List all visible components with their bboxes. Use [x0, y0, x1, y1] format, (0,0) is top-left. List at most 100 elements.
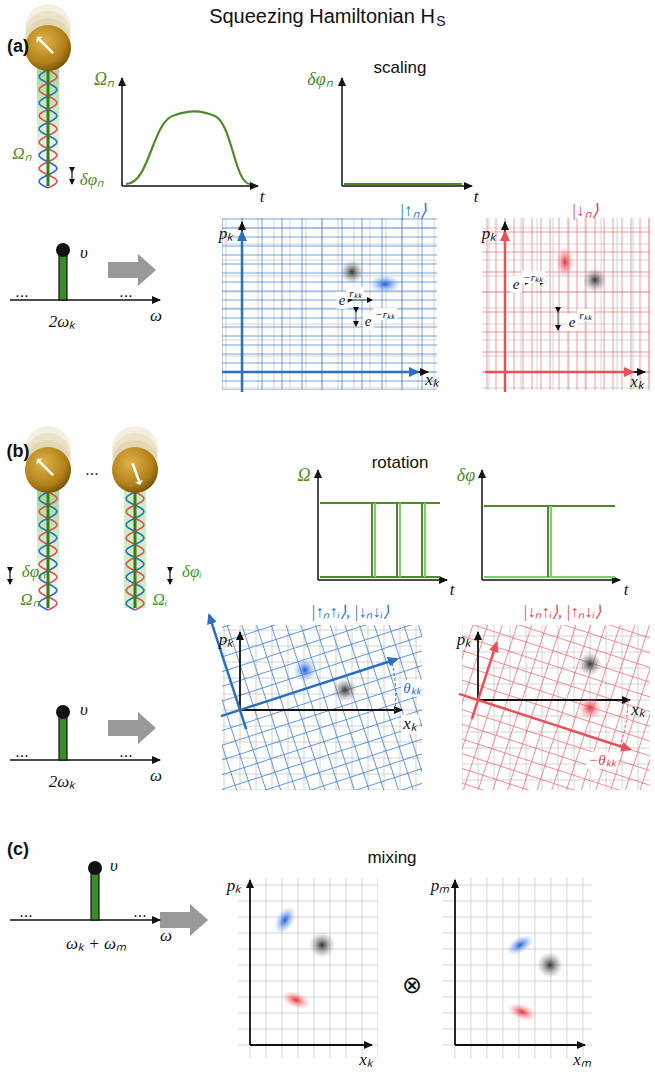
figure — [10, 4, 649, 1045]
grid-line — [462, 625, 650, 790]
grid-line — [256, 625, 257, 790]
grid — [238, 878, 378, 1058]
grid — [482, 218, 650, 390]
symbol: δφₙ — [22, 563, 46, 582]
grid-line — [462, 694, 650, 790]
axis-label: pₖ — [219, 631, 234, 650]
state-label: |↑ₙ↑ᵢ⟩, |↓ₙ↓ᵢ⟩ — [311, 603, 389, 621]
grid-line — [222, 625, 246, 790]
angle-label: −θₖₖ — [586, 752, 618, 769]
grid-line — [222, 260, 437, 261]
grid — [222, 625, 422, 790]
grid-line — [238, 1045, 378, 1046]
grid-line — [422, 218, 423, 390]
grid-line — [222, 625, 422, 676]
grid — [442, 878, 592, 1058]
phase-arrow — [169, 572, 170, 584]
grid-line — [304, 625, 305, 790]
grid-line — [222, 771, 422, 790]
grid-line — [407, 625, 422, 790]
grid-line — [577, 218, 578, 390]
grid-line — [486, 625, 650, 790]
grid-line — [523, 218, 524, 390]
grid-line — [462, 625, 650, 790]
grid-line — [222, 625, 422, 756]
tone-dot — [56, 705, 70, 719]
grid-line — [222, 318, 437, 319]
grid-line — [222, 388, 437, 389]
panel-letter: (a) — [7, 37, 29, 57]
grid-line — [631, 218, 632, 390]
rotated-axes — [453, 637, 649, 769]
grid-line — [222, 625, 405, 790]
grid-line — [222, 255, 437, 256]
grid-line — [462, 625, 617, 790]
grid-line — [514, 218, 515, 390]
tone-dot — [56, 243, 70, 257]
spin-arrow — [135, 480, 143, 485]
grid-line — [640, 218, 641, 390]
grid-line — [595, 218, 596, 390]
grid-line — [330, 878, 331, 1058]
axis-label: Ωₙ — [94, 70, 114, 90]
angle-label: θₖₖ — [401, 680, 422, 697]
axis — [477, 632, 479, 700]
grid-line — [238, 965, 378, 966]
grid-line — [394, 625, 422, 790]
grid-line — [298, 878, 299, 1058]
ion-ball — [25, 25, 71, 71]
grid-line — [462, 625, 650, 746]
axis — [478, 699, 630, 701]
grid-line — [462, 625, 470, 790]
scale-factor: −rₖₖ — [521, 271, 545, 283]
grid-line — [462, 625, 650, 639]
grid-line — [482, 372, 650, 373]
wavepacket — [270, 903, 301, 938]
ellipsis: ... — [133, 903, 146, 921]
grid-line — [238, 997, 378, 998]
grid-line — [499, 625, 650, 790]
tone-label: υ — [80, 701, 88, 720]
grid-line — [238, 933, 378, 934]
grid-line — [222, 790, 422, 791]
grid-line — [482, 308, 650, 309]
grid-line — [222, 625, 422, 729]
grid-line — [320, 625, 321, 790]
rotated-axes — [190, 564, 403, 735]
axis-label: xₖ — [425, 371, 439, 390]
grid-line — [222, 244, 437, 245]
grid-line — [510, 625, 511, 790]
grid-line — [442, 885, 592, 886]
axis — [241, 232, 244, 392]
ion-ball — [25, 447, 71, 493]
grid-line — [462, 788, 650, 790]
grid-line — [462, 748, 650, 790]
grid-line — [455, 878, 456, 1058]
axis-label: pₖ — [482, 225, 497, 244]
tone-label: 2ωₖ — [49, 773, 76, 792]
grid-line — [222, 246, 437, 247]
grid-line — [282, 218, 283, 390]
grid-line — [238, 1013, 378, 1014]
grid-line — [442, 997, 592, 998]
grid-line — [222, 282, 437, 283]
angle-arc — [392, 662, 396, 711]
wavepacket — [333, 678, 357, 702]
ellipsis: ... — [85, 461, 98, 479]
state-label: |↓ₙ⟩ — [571, 202, 598, 221]
grid-line — [222, 710, 422, 711]
grid-line — [222, 625, 339, 790]
rotated-axes — [222, 232, 418, 392]
grid-line — [462, 700, 650, 701]
grid-line — [222, 292, 437, 293]
wavepacket — [279, 987, 313, 1012]
axis — [455, 1044, 585, 1046]
grid-line — [222, 694, 422, 695]
grid-line — [462, 625, 463, 790]
grid-line — [222, 345, 437, 346]
wavepacket — [369, 275, 401, 293]
grid-line — [222, 228, 437, 229]
grid-line — [222, 264, 437, 265]
grid-line — [222, 237, 437, 238]
grid-line — [222, 300, 437, 301]
